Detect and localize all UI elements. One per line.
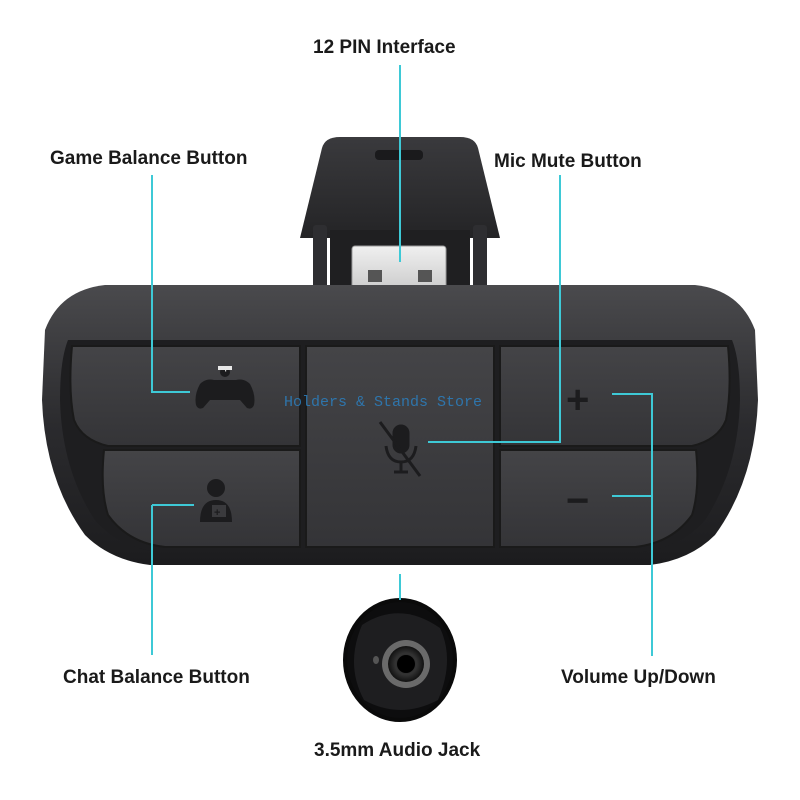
volume-down-button[interactable] [499, 449, 699, 548]
minus-icon: − [566, 479, 589, 523]
person-icon: + [200, 479, 232, 522]
volume-up-button[interactable] [499, 345, 731, 447]
chat-balance-label: Chat Balance Button [63, 667, 250, 688]
chat-balance-button[interactable] [101, 449, 301, 548]
game-balance-button[interactable] [69, 345, 301, 447]
callout-lines [151, 65, 653, 656]
game-balance-label: Game Balance Button [50, 148, 248, 169]
store-watermark: Holders & Stands Store [284, 394, 483, 411]
mic-muted-icon [378, 421, 422, 477]
controller-icon: + [195, 364, 255, 409]
mic-mute-callout-line [428, 175, 561, 443]
audio-jack-label: 3.5mm Audio Jack [314, 740, 481, 761]
pin-interface-label: 12 PIN Interface [313, 37, 456, 58]
plus-icon: + [566, 378, 589, 422]
svg-text:+: + [214, 507, 220, 519]
mic-mute-label: Mic Mute Button [494, 151, 642, 172]
svg-text:+: + [223, 364, 228, 374]
volume-label: Volume Up/Down [561, 667, 716, 688]
volume-callout-line [612, 393, 653, 656]
game-balance-callout-line [151, 175, 190, 393]
audio-jack-closeup [343, 598, 457, 722]
